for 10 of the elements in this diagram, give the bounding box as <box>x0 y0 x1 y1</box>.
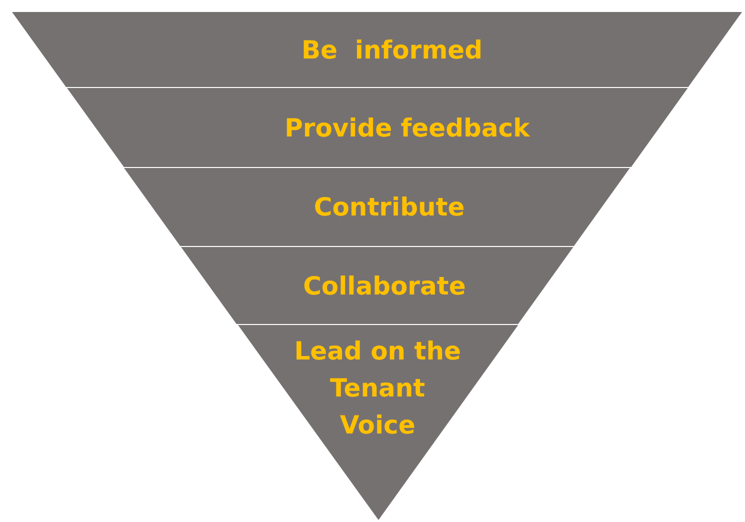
pyramid-tier <box>124 168 630 246</box>
tier-label: Lead on the Tenant Voice <box>293 336 462 442</box>
tier-label: Contribute <box>312 192 466 224</box>
pyramid-tier <box>12 12 742 87</box>
tier-label: Be informed <box>300 34 484 66</box>
tier-label: Collaborate <box>302 270 467 302</box>
pyramid-tier <box>66 88 688 167</box>
pyramid-tier <box>181 247 574 324</box>
tier-label: Provide feedback <box>284 112 531 144</box>
pyramid-tier <box>238 325 518 520</box>
